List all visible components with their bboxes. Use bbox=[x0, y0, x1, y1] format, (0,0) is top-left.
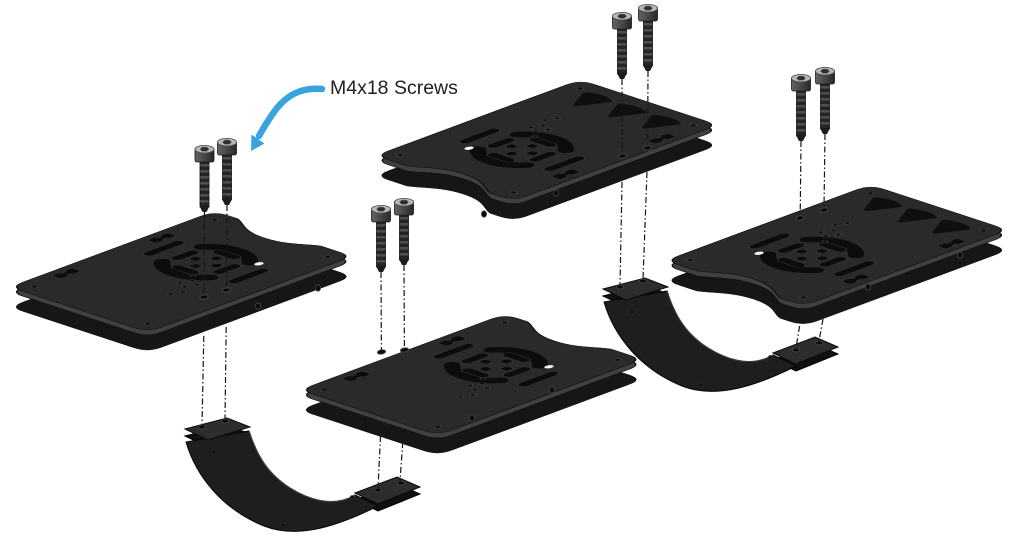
arrow-curve bbox=[255, 85, 326, 140]
callout-arrow bbox=[251, 85, 326, 151]
plate-side-holes bbox=[254, 189, 964, 422]
alignment-dashed-lines bbox=[201, 70, 826, 489]
arrow-head bbox=[251, 134, 265, 151]
plate-screw-holes bbox=[199, 145, 829, 355]
callout-label: M4x18 Screws bbox=[330, 77, 458, 99]
